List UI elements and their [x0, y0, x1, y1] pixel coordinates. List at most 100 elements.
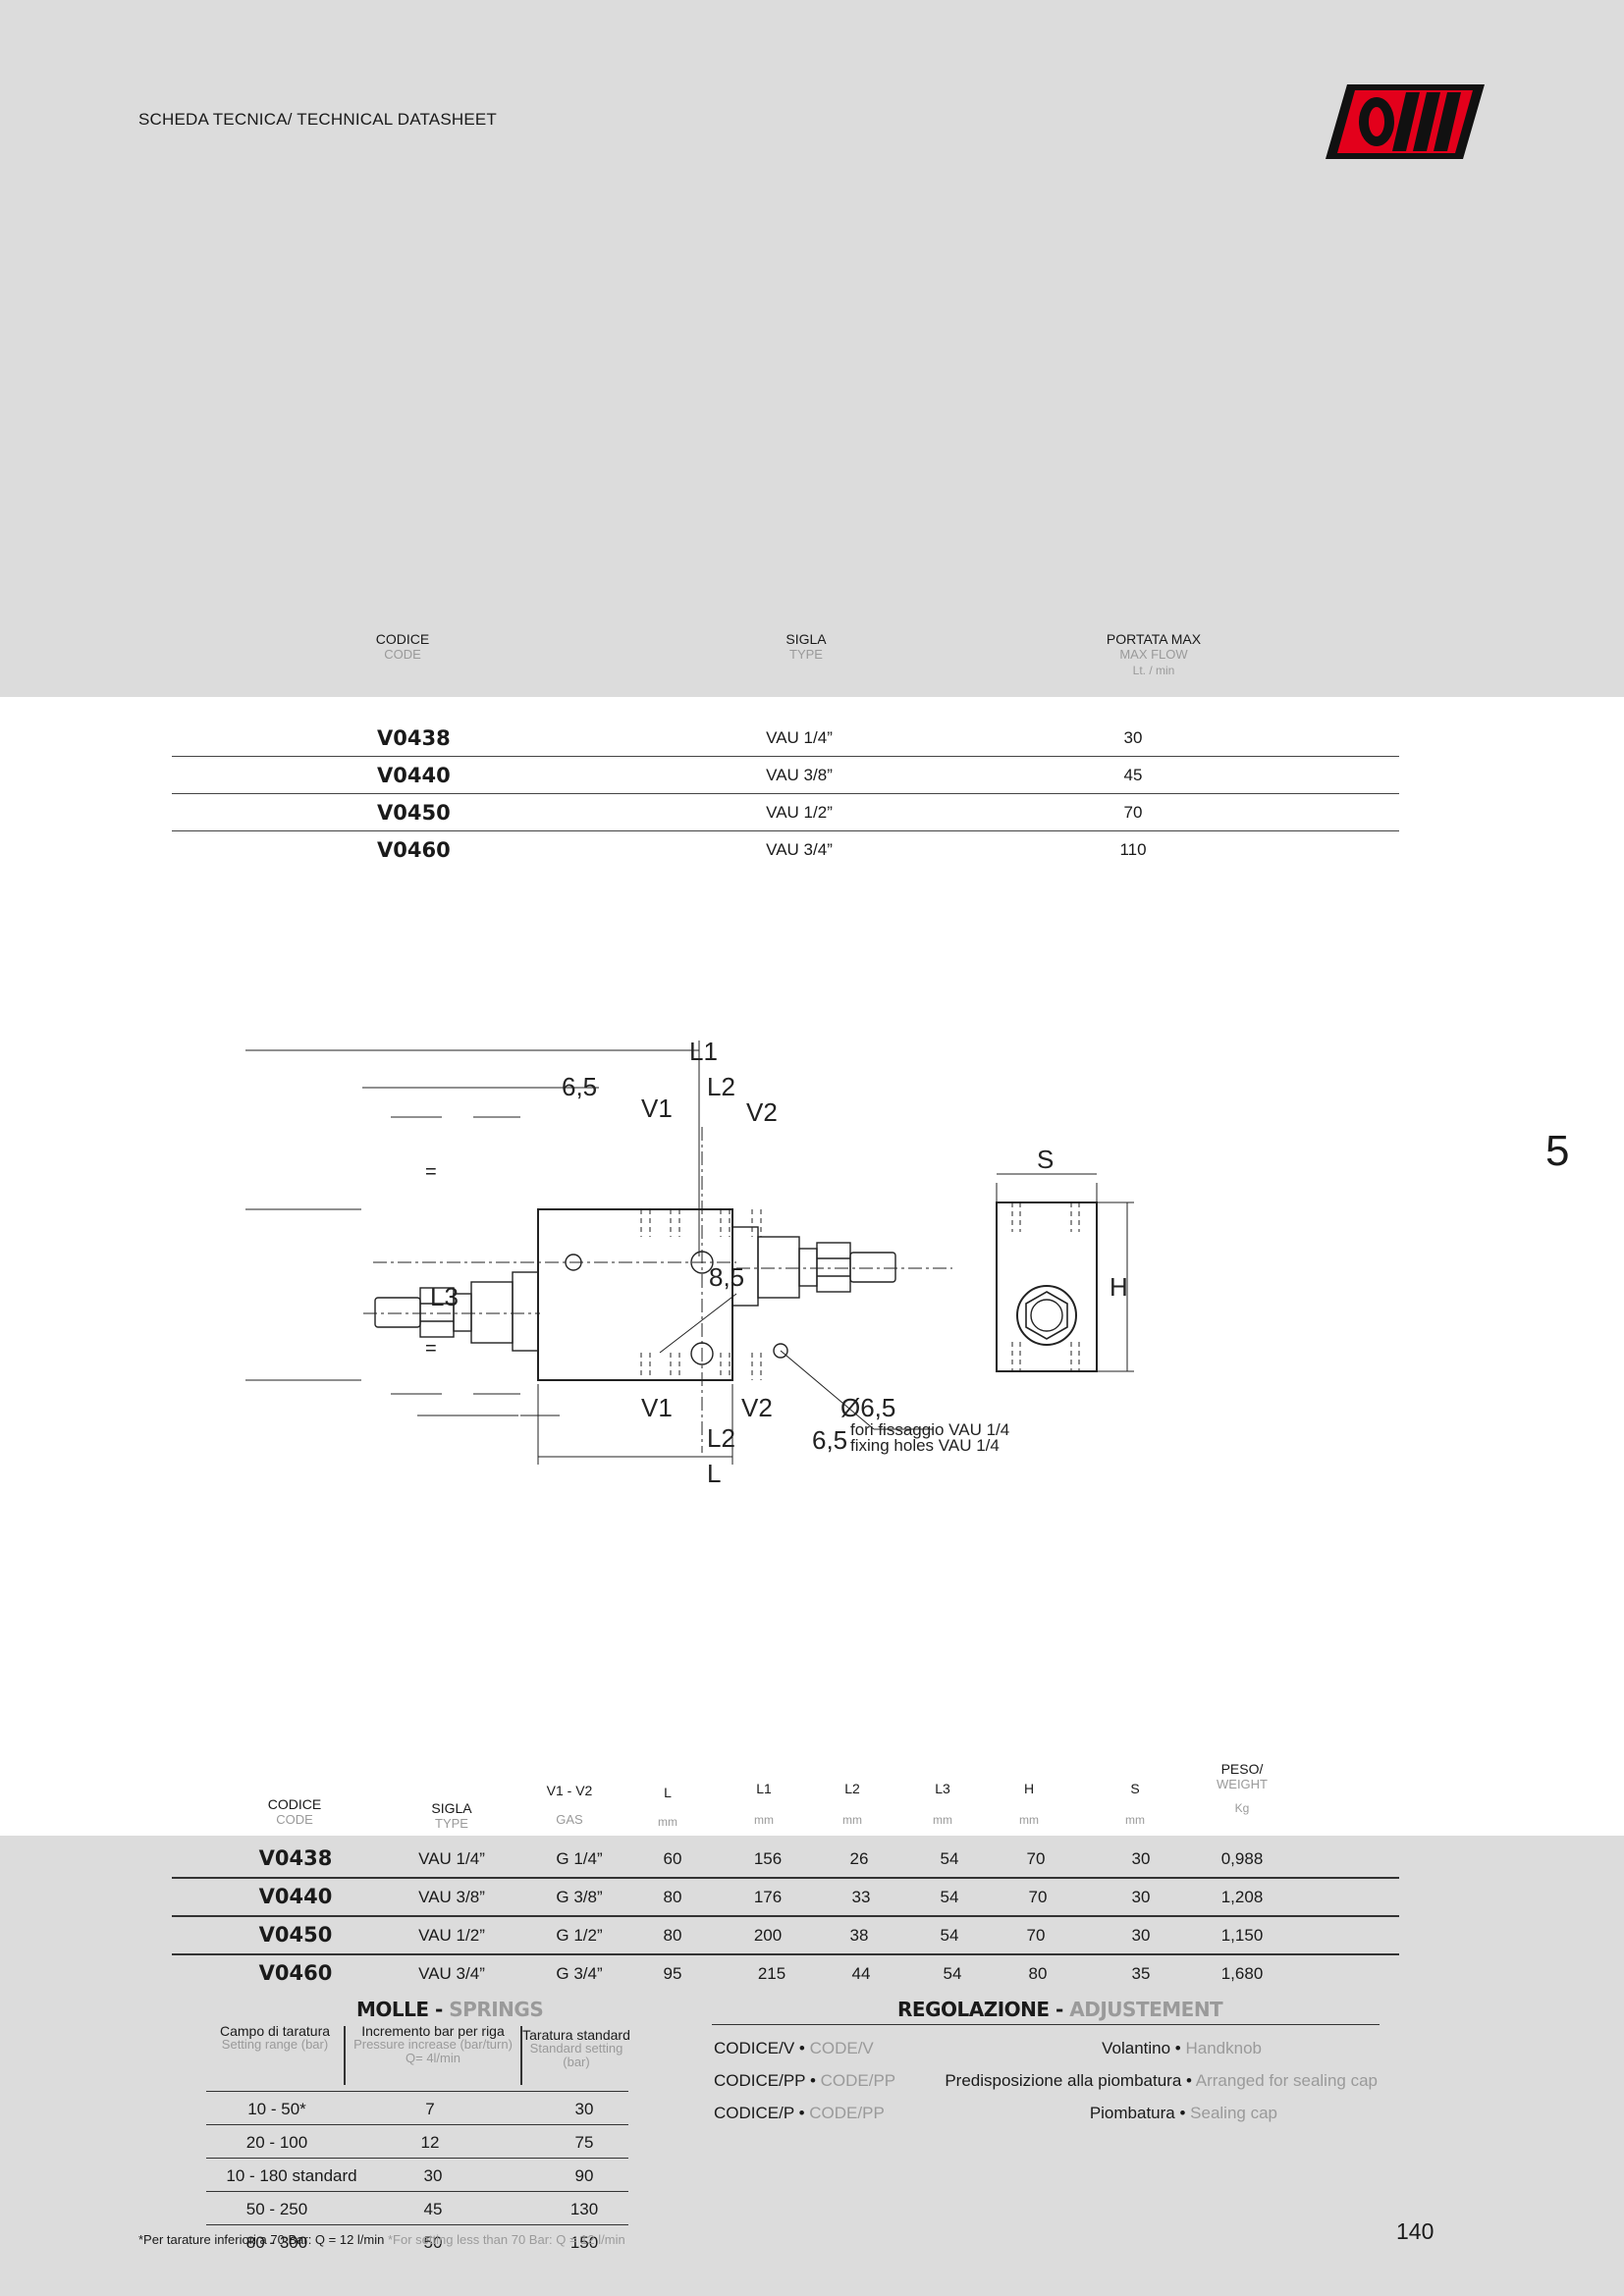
- table-row: 20 - 100 12 75: [206, 2125, 628, 2159]
- l1-cell: 176: [753, 1888, 783, 1906]
- springs-header-increase: Incremento bar per riga Pressure increas…: [353, 2023, 513, 2065]
- code-cell: V0450: [377, 800, 451, 825]
- springs-table: Campo di taratura Setting range (bar) In…: [206, 2023, 630, 2258]
- label-l: L: [707, 1459, 721, 1488]
- flow-cell: 70: [1123, 802, 1143, 822]
- range-cell: 50 - 250: [245, 2200, 308, 2218]
- brand-logo: [1326, 84, 1485, 159]
- label-65-top: 6,5: [562, 1072, 597, 1101]
- label-l1: L1: [689, 1041, 718, 1066]
- s-cell: 30: [1131, 1926, 1151, 1945]
- technical-drawing: L1 6,5 L2 V1 V2 S L3 H 8,5 V1 V2 Ø6,5 L2…: [245, 1041, 1134, 1488]
- l-cell: 60: [663, 1849, 682, 1868]
- dim-header-type: SIGLA TYPE: [431, 1800, 472, 1831]
- standard-cell: 150: [569, 2233, 599, 2252]
- adjustment-desc: Volantino • Handknob: [1102, 2039, 1262, 2057]
- adjustment-code: CODICE/P • CODE/PP: [714, 2104, 885, 2122]
- range-cell: 80 - 300: [245, 2233, 308, 2252]
- document-title: SCHEDA TECNICA/ TECHNICAL DATASHEET: [138, 110, 498, 129]
- dim-header-h: H mm: [1019, 1781, 1039, 1827]
- h-cell: 70: [1028, 1888, 1048, 1906]
- springs-header-standard: Taratura standard Standard setting (bar): [522, 2027, 630, 2069]
- footnote: *Per tarature inferiori a 70 Bar: Q = 12…: [138, 2232, 625, 2247]
- dim-header-gas: V1 - V2 GAS: [546, 1783, 593, 1827]
- code-cell: V0438: [377, 725, 451, 750]
- l3-cell: 54: [943, 1964, 962, 1983]
- table-row: V0460 VAU 3/4” G 3/4” 95 215 44 54 80 35…: [172, 1955, 1399, 1992]
- l-cell: 80: [663, 1926, 682, 1945]
- springs-header: Campo di taratura Setting range (bar) In…: [206, 2023, 630, 2092]
- adjustment-desc: Piombatura • Sealing cap: [1089, 2104, 1277, 2122]
- page-number: 140: [1396, 2218, 1435, 2244]
- flow-cell: 30: [1123, 727, 1143, 747]
- adjustment-code: CODICE/V • CODE/V: [714, 2039, 874, 2057]
- summary-header-flow: PORTATA MAX MAX FLOW Lt. / min: [1106, 631, 1202, 677]
- gas-cell: G 1/4”: [556, 1849, 603, 1868]
- l2-cell: 33: [851, 1888, 871, 1906]
- increase-cell: 50: [423, 2233, 443, 2252]
- increase-cell: 7: [425, 2100, 435, 2118]
- s-cell: 35: [1131, 1964, 1151, 1983]
- type-cell: VAU 1/4”: [766, 727, 833, 747]
- h-cell: 80: [1028, 1964, 1048, 1983]
- weight-cell: 1,150: [1220, 1926, 1264, 1945]
- summary-header-type: SIGLA TYPE: [785, 631, 827, 662]
- table-row: 50 - 250 45 130: [206, 2192, 628, 2225]
- springs-title: MOLLE - SPRINGS: [356, 1998, 544, 2021]
- l-cell: 80: [663, 1888, 682, 1906]
- label-v1-bottom: V1: [641, 1393, 673, 1422]
- type-cell: VAU 3/8”: [766, 765, 833, 784]
- l3-cell: 54: [940, 1888, 959, 1906]
- range-cell: 10 - 180 standard: [226, 2166, 357, 2185]
- table-row: V0460 VAU 3/4” 110: [172, 831, 1399, 868]
- increase-cell: 12: [420, 2133, 440, 2152]
- type-cell: VAU 1/4”: [418, 1849, 485, 1868]
- table-row: 10 - 180 standard 30 90: [206, 2159, 628, 2192]
- table-row: V0438 VAU 1/4” 30: [172, 720, 1399, 757]
- l-cell: 95: [663, 1964, 682, 1983]
- table-row: 10 - 50* 7 30: [206, 2092, 628, 2125]
- label-hole-diameter: Ø6,5: [840, 1393, 895, 1422]
- table-row: CODICE/V • CODE/V Volantino • Handknob: [712, 2025, 1380, 2057]
- flow-cell: 110: [1119, 839, 1147, 859]
- table-row: CODICE/PP • CODE/PP Predisposizione alla…: [712, 2057, 1380, 2090]
- table-row: V0450 VAU 1/2” G 1/2” 80 200 38 54 70 30…: [172, 1917, 1399, 1955]
- label-hole-it: fori fissaggio VAU 1/4: [850, 1420, 1009, 1439]
- dim-header-l2: L2 mm: [842, 1781, 862, 1827]
- label-l2-top: L2: [707, 1072, 735, 1101]
- standard-cell: 90: [574, 2166, 594, 2185]
- springs-header-range: Campo di taratura Setting range (bar): [219, 2023, 331, 2052]
- dim-header-weight: PESO/ WEIGHT Kg: [1217, 1761, 1268, 1815]
- code-cell: V0440: [258, 1885, 333, 1908]
- h-cell: 70: [1026, 1926, 1046, 1945]
- l3-cell: 54: [940, 1926, 959, 1945]
- l2-cell: 26: [849, 1849, 869, 1868]
- weight-cell: 1,208: [1220, 1888, 1264, 1906]
- l1-cell: 156: [753, 1849, 783, 1868]
- label-eq-top: =: [425, 1161, 437, 1183]
- type-cell: VAU 1/2”: [766, 802, 833, 822]
- code-cell: V0440: [377, 763, 451, 787]
- chapter-number: 5: [1545, 1127, 1570, 1175]
- gas-cell: G 3/4”: [556, 1964, 603, 1983]
- l2-cell: 44: [851, 1964, 871, 1983]
- adjustment-table: CODICE/V • CODE/V Volantino • Handknob C…: [712, 2024, 1380, 2122]
- table-row: V0438 VAU 1/4” G 1/4” 60 156 26 54 70 30…: [172, 1841, 1399, 1879]
- increase-cell: 45: [423, 2200, 443, 2218]
- code-cell: V0438: [258, 1846, 333, 1870]
- type-cell: VAU 3/8”: [418, 1888, 485, 1906]
- code-cell: V0450: [258, 1923, 333, 1947]
- label-h: H: [1110, 1272, 1128, 1302]
- adjustment-title: REGOLAZIONE - ADJUSTEMENT: [897, 1998, 1223, 2021]
- adjustment-code: CODICE/PP • CODE/PP: [714, 2071, 896, 2090]
- type-cell: VAU 3/4”: [766, 839, 833, 859]
- gas-cell: G 1/2”: [556, 1926, 603, 1945]
- table-row: V0440 VAU 3/8” 45: [172, 757, 1399, 794]
- label-v2-top: V2: [746, 1097, 778, 1127]
- label-l3: L3: [430, 1282, 459, 1311]
- column-divider: [520, 2026, 522, 2085]
- code-cell: V0460: [377, 837, 451, 862]
- adjustment-desc: Predisposizione alla piombatura • Arrang…: [945, 2071, 1378, 2090]
- dim-header-code: CODICE CODE: [267, 1796, 322, 1827]
- column-divider: [344, 2026, 346, 2085]
